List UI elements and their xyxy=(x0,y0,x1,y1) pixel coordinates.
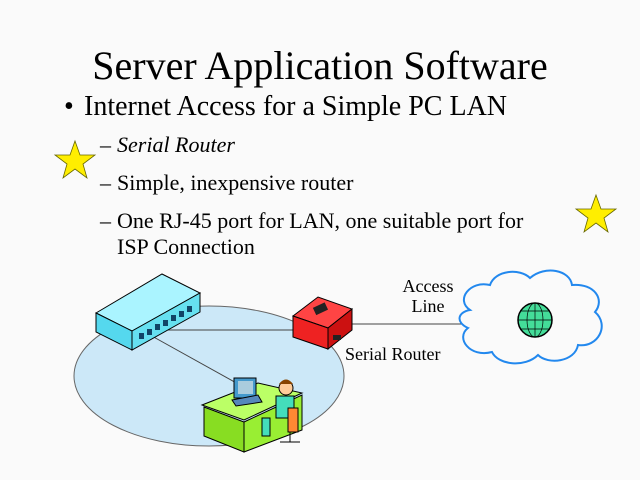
dash-marker: – xyxy=(100,170,111,195)
sub-bullet-text: Serial Router xyxy=(117,132,235,157)
access-line-label-1: Access xyxy=(402,276,454,296)
star-icon xyxy=(574,193,618,234)
slide-title: Server Application Software xyxy=(92,43,548,88)
sub-bullet-text: ISP Connection xyxy=(117,234,255,259)
main-bullet-text: Internet Access for a Simple PC LAN xyxy=(84,91,508,122)
bullet-marker: • xyxy=(64,91,74,122)
serial-router-icon xyxy=(291,296,354,351)
hub-pc-link xyxy=(149,334,241,386)
main-bullet: • Internet Access for a Simple PC LAN xyxy=(64,90,507,124)
access-line-label: Access Line xyxy=(388,276,468,316)
hub-icon xyxy=(94,273,202,351)
globe-icon xyxy=(517,302,553,338)
serial-router-label: Serial Router xyxy=(345,344,441,364)
sub-bullet-simple-router: –Simple, inexpensive router xyxy=(100,170,353,196)
internet-cloud-icon xyxy=(458,269,603,365)
sub-bullet-text: One RJ-45 port for LAN, one suitable por… xyxy=(117,208,524,233)
star-icon xyxy=(53,139,97,180)
dash-marker: – xyxy=(100,132,111,157)
access-line-label-2: Line xyxy=(411,296,445,316)
sub-bullet-text: Simple, inexpensive router xyxy=(117,170,354,195)
sub-bullet-serial-router: –Serial Router xyxy=(100,132,235,158)
dash-marker: – xyxy=(100,208,111,233)
sub-bullet-ports-cont: ISP Connection xyxy=(117,234,255,260)
workstation-icon xyxy=(200,377,304,453)
sub-bullet-ports: –One RJ-45 port for LAN, one suitable po… xyxy=(100,208,523,234)
